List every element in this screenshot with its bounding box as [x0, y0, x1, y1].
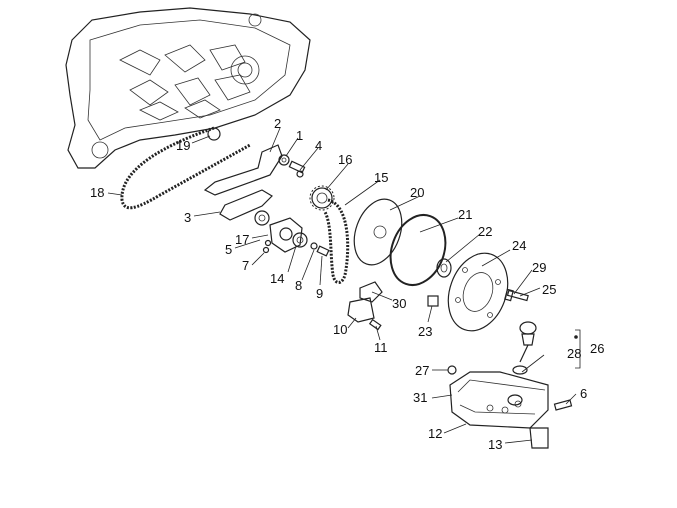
part-label-31: 31 [413, 390, 427, 405]
part-label-10: 10 [333, 322, 347, 337]
part-label-15: 15 [374, 170, 388, 185]
part-label-9: 9 [316, 286, 323, 301]
part-label-16: 16 [338, 152, 352, 167]
dipstick-drawing [512, 321, 581, 375]
part-label-26: 26 [590, 341, 604, 356]
part-label-20: 20 [410, 185, 424, 200]
flange-cover-drawing [447, 252, 509, 332]
part-label-1: 1 [296, 128, 303, 143]
part-label-11: 11 [374, 340, 388, 355]
chain-guides-drawing [203, 144, 283, 221]
part-label-24: 24 [512, 238, 526, 253]
part-label-22: 22 [478, 224, 492, 239]
part-label-30: 30 [392, 296, 406, 311]
part-labels: 1 2 3 4 5 6 7 8 9 10 11 12 13 14 15 16 1… [90, 116, 604, 452]
pin-washer-drawing [278, 154, 306, 178]
part-label-8: 8 [295, 278, 302, 293]
part-label-4: 4 [315, 138, 322, 153]
bracket-drawing [347, 281, 383, 331]
part-label-19: 19 [176, 138, 190, 153]
sprocket-drawing [309, 185, 335, 211]
part-label-3: 3 [184, 210, 191, 225]
oil-pump-drawing [254, 210, 330, 257]
bushing-drawing [427, 295, 439, 307]
part-label-21: 21 [458, 207, 472, 222]
part-label-5: 5 [225, 242, 232, 257]
part-label-17: 17 [235, 232, 249, 247]
part-label-13: 13 [488, 437, 502, 452]
part-label-12: 12 [428, 426, 442, 441]
part-label-23: 23 [418, 324, 432, 339]
part-label-25: 25 [542, 282, 556, 297]
oil-sump-drawing [447, 365, 573, 449]
part-label-7: 7 [242, 258, 249, 273]
crankcase-drawing [65, 7, 311, 169]
part-label-14: 14 [270, 271, 284, 286]
part-label-28: 28 [567, 346, 581, 361]
part-label-29: 29 [532, 260, 546, 275]
leader-lines [107, 127, 577, 444]
part-label-6: 6 [580, 386, 587, 401]
drive-chain-drawing [120, 126, 251, 210]
flange-bolt-drawing [504, 288, 529, 302]
part-label-27: 27 [415, 363, 429, 378]
part-label-2: 2 [274, 116, 281, 131]
pump-chain-drawing [323, 198, 350, 284]
part-label-18: 18 [90, 185, 104, 200]
pump-cover-drawing [353, 198, 452, 286]
